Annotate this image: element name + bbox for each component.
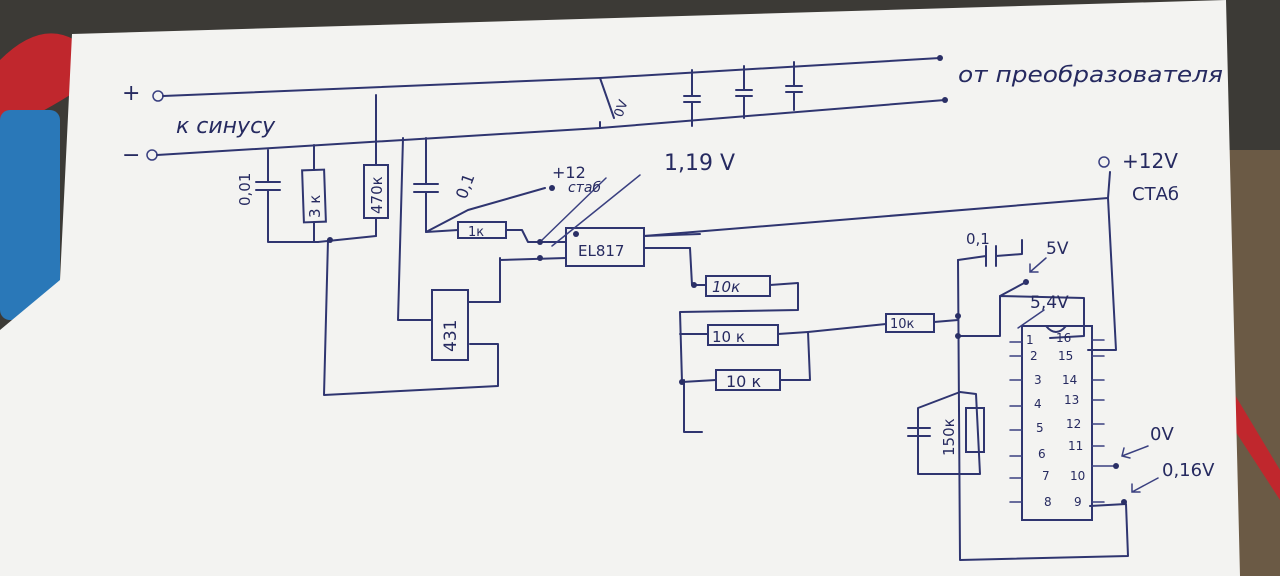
opto-label: EL817	[578, 242, 624, 260]
cap-left-label: 0,01	[236, 173, 254, 206]
pin-12: 12	[1066, 417, 1081, 431]
cap-0-01	[255, 149, 319, 243]
pin-7: 7	[1042, 469, 1050, 483]
arrow-0v	[1121, 445, 1149, 459]
v016-label: 0,16V	[1162, 460, 1215, 481]
pin-11: 11	[1068, 439, 1083, 453]
res-1k-label: 1к	[468, 225, 484, 240]
wire-958	[917, 259, 1129, 561]
plus12-label: +12	[552, 163, 586, 182]
stab-big-label: СТАб	[1132, 184, 1179, 205]
r10k-2-label: 10 к	[712, 328, 745, 346]
pin-1: 1	[1026, 333, 1034, 347]
ic-16-pin	[1009, 325, 1117, 521]
pin-16: 16	[1056, 331, 1071, 345]
res-470k	[363, 94, 389, 237]
red-wire-right	[1228, 390, 1280, 500]
r10k-4-label: 10к	[890, 317, 915, 332]
cap-01-right-label: 0,1	[966, 230, 990, 248]
to-speaker-label: к синусу	[176, 114, 276, 139]
pin-13: 13	[1064, 393, 1079, 407]
res-3k	[301, 144, 327, 243]
stab-small-label: стаб	[568, 180, 601, 196]
red-wire	[0, 33, 75, 131]
tl431	[431, 257, 501, 361]
r150k-label: 150к	[940, 418, 958, 456]
r10k-3-label: 10 к	[726, 372, 761, 391]
pin-4: 4	[1034, 397, 1042, 411]
tl431-label: 431	[441, 320, 461, 352]
pin-10: 10	[1070, 469, 1085, 483]
v119-label: 1,19 V	[664, 151, 735, 176]
pin-3: 3	[1034, 373, 1042, 387]
res-3k-label: 3 к	[306, 195, 324, 218]
wire-opto-to-12v	[643, 171, 1117, 351]
paper-sheet	[0, 0, 1240, 576]
wire-403	[397, 137, 433, 321]
v0-label: 0V	[1150, 424, 1174, 445]
minus-label: −	[122, 143, 140, 168]
arrow-54v	[1017, 309, 1045, 329]
blue-tool	[0, 110, 60, 320]
v54-label: 5,4V	[1030, 293, 1069, 313]
plus12v-label: +12V	[1122, 149, 1178, 173]
pin-2: 2	[1030, 349, 1038, 363]
ic-pin-labels-left: 1 2 3 4 5 6 7 8	[1026, 333, 1052, 509]
plus-label: +	[122, 81, 140, 106]
res-470k-label: 470к	[368, 176, 386, 214]
pin-8: 8	[1044, 495, 1052, 509]
rail-capacitors	[683, 61, 803, 127]
arrow-5v	[1029, 257, 1047, 273]
cap-0-1-right	[957, 239, 1023, 267]
v5-label: 5V	[1046, 239, 1069, 259]
res-150k	[965, 407, 985, 453]
optocoupler-el817	[499, 174, 701, 267]
pin-14: 14	[1062, 373, 1077, 387]
wire-to-plus12	[425, 187, 546, 233]
from-converter-label: от преобразователя	[958, 63, 1223, 88]
pin-9: 9	[1074, 495, 1082, 509]
ic-pin-labels-right: 16 15 14 13 12 11 10 9	[1056, 331, 1085, 509]
pin-6: 6	[1038, 447, 1046, 461]
res-1k	[457, 221, 541, 243]
cap-0-1	[413, 137, 439, 233]
switch-0v	[599, 77, 615, 129]
switch-label: 0V	[612, 98, 632, 119]
pin-5: 5	[1036, 421, 1044, 435]
arrow-016v	[1131, 477, 1159, 493]
pin-15: 15	[1058, 349, 1073, 363]
r10k-1-label: 10к	[712, 278, 740, 296]
